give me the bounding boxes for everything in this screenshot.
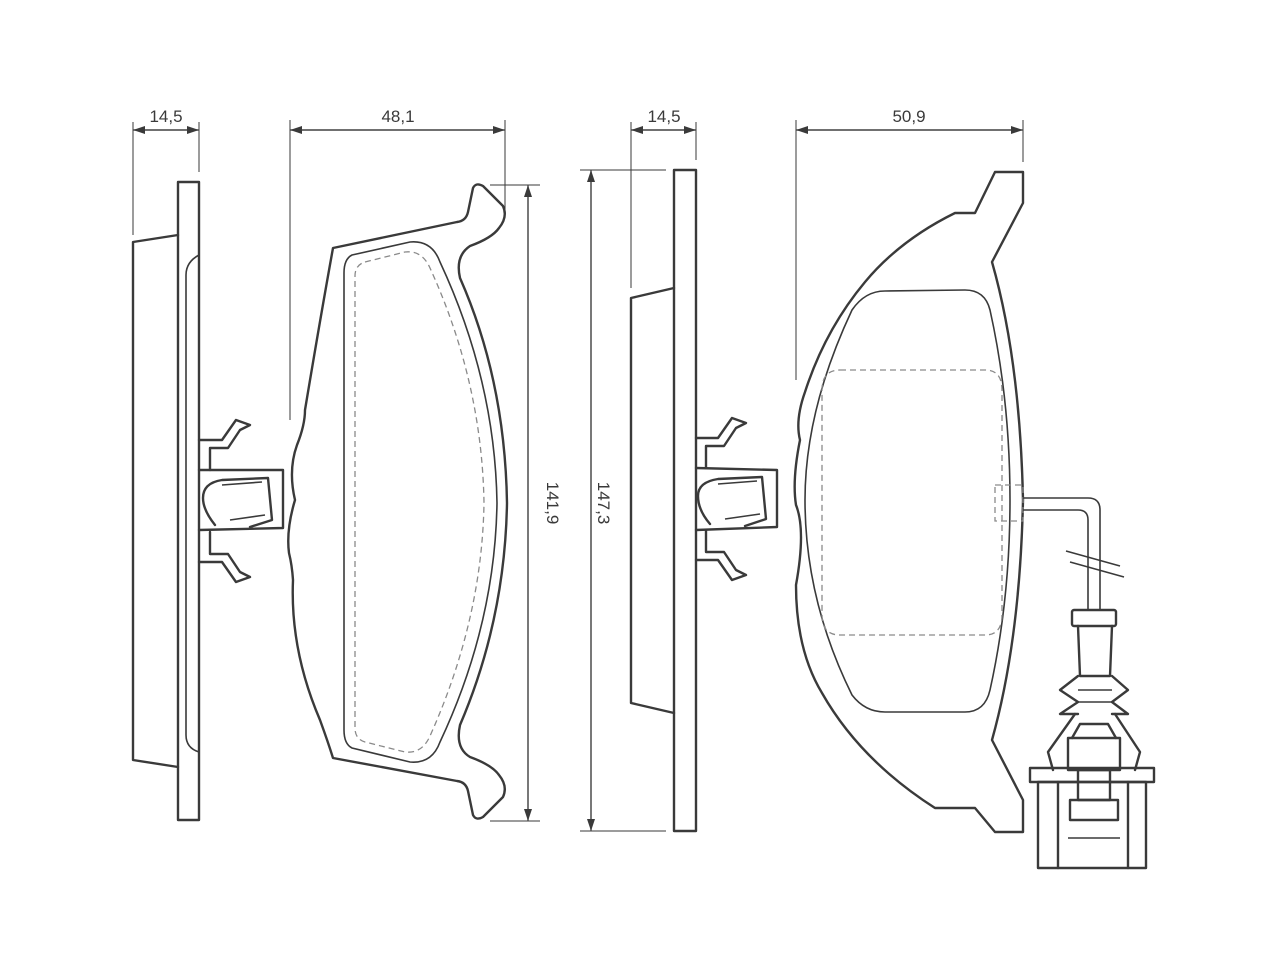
right-friction-pad-face	[804, 289, 1011, 713]
dimension-left-pad-height: 141,9	[490, 184, 562, 822]
dimension-right-pad-height: 147,3	[580, 169, 666, 832]
right-pad-front-view	[793, 170, 1156, 870]
right-pad-outline	[793, 170, 1025, 834]
dim-label-right-pad-width: 50,9	[892, 107, 925, 126]
right-spring-clip	[694, 416, 779, 582]
wear-sensor-connector	[1028, 722, 1156, 870]
right-friction-material	[629, 286, 676, 715]
dim-label-left-thickness: 14,5	[149, 107, 182, 126]
wear-sensor-cable	[1023, 497, 1142, 772]
sensor-hidden-pocket	[994, 484, 1024, 522]
left-spring-clip	[197, 418, 285, 584]
left-friction-material	[131, 233, 180, 769]
dimension-right-pad-width: 50,9	[795, 107, 1024, 380]
left-pad-front-view	[287, 183, 509, 820]
right-backing-plate	[672, 168, 698, 833]
left-pad-side-view	[131, 180, 285, 822]
dim-label-right-thickness: 14,5	[647, 107, 680, 126]
dimension-left-pad-width: 48,1	[289, 107, 506, 420]
dim-label-right-pad-height: 147,3	[594, 482, 613, 525]
right-friction-hidden-edge	[821, 369, 1003, 636]
left-backing-plate	[176, 180, 201, 822]
left-friction-pad-face	[343, 241, 498, 763]
left-inner-groove	[185, 254, 200, 753]
dim-label-left-pad-height: 141,9	[543, 482, 562, 525]
left-pad-outline	[287, 183, 509, 820]
left-friction-hidden-edge	[354, 251, 485, 753]
dimension-left-side-thickness: 14,5	[132, 107, 200, 235]
dimension-right-side-thickness: 14,5	[630, 107, 697, 288]
right-pad-side-view	[629, 168, 779, 833]
dim-label-left-pad-width: 48,1	[381, 107, 414, 126]
